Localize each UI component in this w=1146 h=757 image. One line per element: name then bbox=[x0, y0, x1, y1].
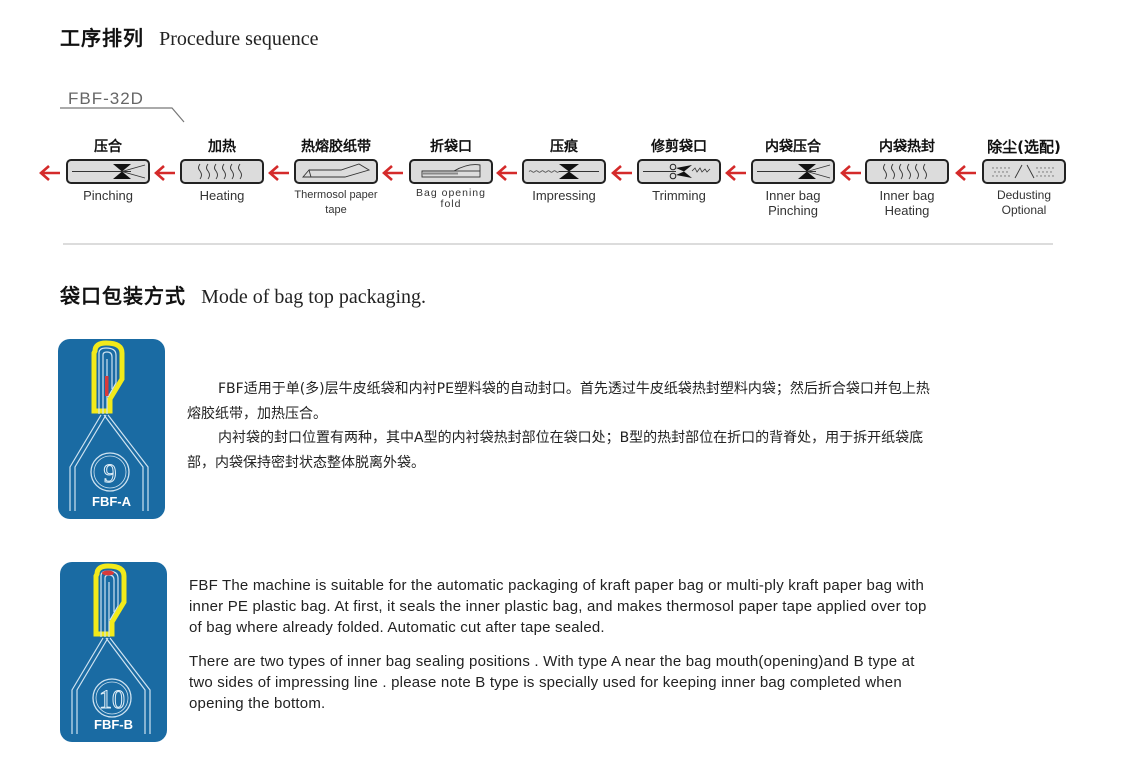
step-label-zh: 热熔胶纸带 bbox=[301, 139, 371, 155]
pinching-icon bbox=[72, 164, 146, 179]
bag-seal-diagram-icon: 9 bbox=[69, 340, 149, 511]
heating-icon bbox=[883, 163, 927, 180]
section-title-en: Mode of bag top packaging. bbox=[201, 286, 427, 308]
step-label-en: Bag opening fold bbox=[416, 187, 486, 210]
step-label-en: Inner bag Heating bbox=[879, 188, 935, 218]
flow-arrow-icon bbox=[154, 165, 175, 181]
desc-zh-p1-line1: FBF适用于单(多)层牛皮纸袋和内衬PE塑料袋的自动封口。首先透过牛皮纸袋热封塑… bbox=[218, 381, 930, 397]
badge-label: FBF-B bbox=[94, 717, 133, 732]
step-impressing: 压痕 Impressing bbox=[519, 138, 609, 203]
step-label-en: Impressing bbox=[532, 188, 596, 203]
dedusting-icon bbox=[992, 164, 1054, 179]
desc-zh-p1-line2: 熔胶纸带，加热压合。 bbox=[187, 405, 327, 422]
badge-fbf-a: 9 FBF-A bbox=[58, 339, 165, 519]
section-divider bbox=[63, 243, 1053, 245]
section-title-procedure: 工序排列 Procedure sequence bbox=[60, 22, 318, 51]
svg-text:10: 10 bbox=[99, 685, 125, 714]
desc-en-p1-line3: of bag where already folded. Automatic c… bbox=[189, 619, 605, 636]
pinching-icon bbox=[757, 164, 831, 179]
desc-en-p1-line1: FBF The machine is suitable for the auto… bbox=[189, 577, 925, 594]
step-label-zh: 内袋压合 bbox=[765, 139, 821, 155]
flow-arrow-icon bbox=[268, 165, 289, 181]
desc-en-p2-line3: opening the bottom. bbox=[189, 695, 326, 712]
step-label-zh: 修剪袋口 bbox=[651, 139, 707, 155]
fold-icon bbox=[421, 164, 481, 178]
step-inner-bag-heating: 内袋热封 Inner bag Heating bbox=[862, 138, 952, 218]
step-box bbox=[66, 159, 150, 184]
desc-en-p2-line2: two sides of impressing line . please no… bbox=[189, 674, 902, 691]
step-box bbox=[751, 159, 835, 184]
step-label-en: Heating bbox=[199, 188, 245, 203]
step-label-en: Thermosol paper tape bbox=[294, 189, 378, 216]
section-title-packaging: 袋口包装方式 Mode of bag top packaging. bbox=[60, 280, 426, 309]
step-dedusting: 除尘(选配) Dedusting Optional bbox=[977, 138, 1071, 218]
desc-en-p2-line1: There are two types of inner bag sealing… bbox=[189, 653, 915, 670]
step-label-en: Inner bag Pinching bbox=[765, 188, 821, 218]
model-tag-underline bbox=[60, 107, 185, 123]
section-title-zh: 袋口包装方式 bbox=[60, 284, 186, 308]
flow-arrow-icon bbox=[725, 165, 746, 181]
bag-seal-diagram-icon: 10 bbox=[71, 563, 151, 734]
description-en: FBF The machine is suitable for the auto… bbox=[189, 575, 1029, 714]
step-label-zh: 压合 bbox=[94, 139, 122, 155]
step-box bbox=[294, 159, 378, 184]
flow-arrow-icon bbox=[840, 165, 861, 181]
flow-arrow-icon bbox=[611, 165, 632, 181]
step-label-zh: 加热 bbox=[208, 139, 236, 155]
scissors-icon bbox=[643, 163, 711, 180]
impressing-icon bbox=[528, 164, 599, 179]
flow-arrow-icon bbox=[39, 165, 60, 181]
description-zh: FBF适用于单(多)层牛皮纸袋和内衬PE塑料袋的自动封口。首先透过牛皮纸袋热封塑… bbox=[187, 377, 1027, 475]
step-thermosol-tape: 热熔胶纸带 Thermosol paper tape bbox=[291, 138, 381, 218]
step-box bbox=[865, 159, 949, 184]
step-label-en: Trimming bbox=[652, 188, 706, 203]
svg-text:9: 9 bbox=[104, 459, 117, 488]
badge-label: FBF-A bbox=[92, 494, 131, 509]
step-inner-bag-pinching: 内袋压合 Inner bag Pinching bbox=[748, 138, 838, 218]
step-bag-opening-fold: 折袋口 Bag opening fold bbox=[406, 138, 496, 210]
section-title-zh: 工序排列 bbox=[60, 26, 144, 50]
step-label-zh: 折袋口 bbox=[430, 139, 472, 155]
desc-zh-p2-line1: 内衬袋的封口位置有两种，其中A型的内衬袋热封部位在袋口处；B型的热封部位在折口的… bbox=[218, 430, 924, 446]
tape-icon bbox=[302, 163, 371, 178]
model-tag: FBF-32D bbox=[68, 89, 144, 108]
step-box bbox=[637, 159, 721, 184]
step-trimming: 修剪袋口 Trimming bbox=[634, 138, 724, 203]
step-pinching: 压合 Pinching bbox=[63, 138, 153, 203]
step-heating: 加热 Heating bbox=[177, 138, 267, 203]
step-box bbox=[180, 159, 264, 184]
step-box bbox=[982, 159, 1066, 184]
heating-icon bbox=[198, 163, 242, 180]
badge-fbf-b: 10 FBF-B bbox=[60, 562, 167, 742]
desc-zh-p2-line2: 部，内袋保持密封状态整体脱离外袋。 bbox=[187, 454, 425, 471]
step-label-en: Dedusting Optional bbox=[996, 188, 1052, 217]
step-label-zh: 除尘(选配) bbox=[987, 138, 1061, 156]
step-box bbox=[409, 159, 493, 184]
flow-arrow-icon bbox=[496, 165, 517, 181]
step-label-zh: 压痕 bbox=[550, 139, 578, 155]
flow-arrow-icon bbox=[955, 165, 976, 181]
section-title-en: Procedure sequence bbox=[159, 28, 319, 50]
step-box bbox=[522, 159, 606, 184]
desc-en-p1-line2: inner PE plastic bag. At first, it seals… bbox=[189, 598, 927, 615]
step-label-zh: 内袋热封 bbox=[879, 139, 935, 155]
step-label-en: Pinching bbox=[83, 188, 133, 203]
flow-arrow-icon bbox=[382, 165, 403, 181]
